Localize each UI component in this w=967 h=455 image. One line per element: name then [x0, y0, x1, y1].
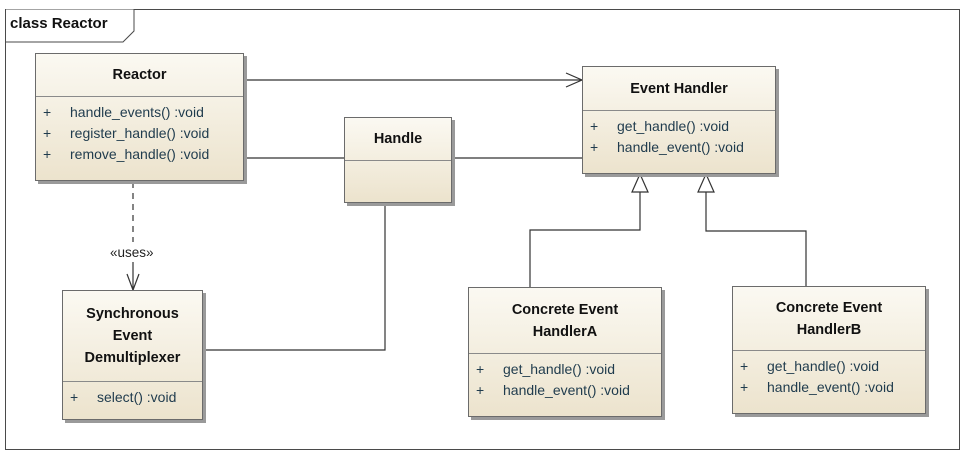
operation: +remove_handle() :void [43, 146, 210, 162]
class-reactor[interactable]: Reactor +handle_events() :void +register… [35, 53, 244, 181]
generalization-a-triangle [631, 172, 649, 193]
class-name: Synchronous Event Demultiplexer [63, 291, 202, 382]
generalization-b-triangle [697, 172, 715, 193]
class-name: Concrete Event HandlerB [733, 287, 925, 351]
operation: +handle_event() :void [590, 139, 744, 155]
class-concrete-event-handler-b[interactable]: Concrete Event HandlerB +get_handle() :v… [732, 286, 926, 414]
operation: +get_handle() :void [476, 361, 616, 377]
handle-demux-link [203, 203, 386, 351]
frame-label: class Reactor [10, 15, 108, 32]
operation: +handle_events() :void [43, 104, 204, 120]
generalization-a-line [529, 192, 641, 287]
class-handle[interactable]: Handle [344, 117, 452, 203]
operations-compartment: +handle_events() :void +register_handle(… [36, 97, 243, 165]
class-name: Reactor [36, 54, 243, 97]
generalization-b-line [705, 192, 807, 286]
operations-compartment: +get_handle() :void +handle_event() :voi… [733, 351, 925, 398]
diagram-frame [5, 9, 960, 450]
operations-compartment: +get_handle() :void +handle_event() :voi… [583, 111, 775, 158]
class-synchronous-event-demultiplexer[interactable]: Synchronous Event Demultiplexer +select(… [62, 290, 203, 420]
class-concrete-event-handler-a[interactable]: Concrete Event HandlerA +get_handle() :v… [468, 287, 662, 417]
operations-compartment: +get_handle() :void +handle_event() :voi… [469, 354, 661, 401]
operation: +handle_event() :void [740, 379, 894, 395]
class-name: Event Handler [583, 67, 775, 111]
uses-stereotype-label: «uses» [110, 245, 154, 260]
class-event-handler[interactable]: Event Handler +get_handle() :void +handl… [582, 66, 776, 174]
operations-compartment: +select() :void [63, 382, 202, 408]
operation: +handle_event() :void [476, 382, 630, 398]
operation: +get_handle() :void [740, 358, 880, 374]
operation: +register_handle() :void [43, 125, 210, 141]
class-name: Concrete Event HandlerA [469, 288, 661, 354]
operation: +get_handle() :void [590, 118, 730, 134]
class-name: Handle [345, 118, 451, 161]
frame-tab [5, 9, 135, 43]
operation: +select() :void [70, 389, 177, 405]
